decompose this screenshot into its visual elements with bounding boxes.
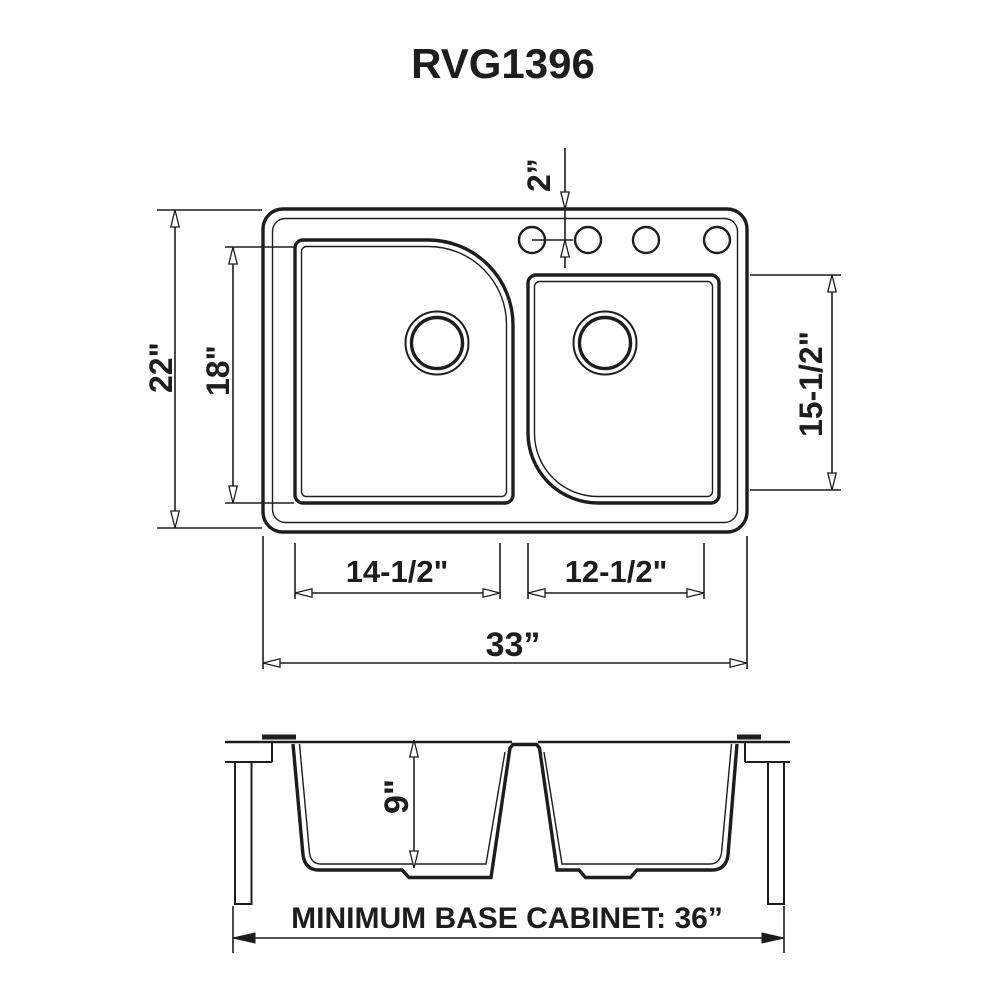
sink-rim-outer [261,207,749,534]
dim-overall-depth: 22" [143,209,262,529]
arrow-down [559,191,571,210]
sink-rim-inner [271,217,739,524]
front-view: 9" MINIMUM BASE CABINET: 36” [225,734,790,953]
cabinet-leg-left [234,762,253,905]
arrow-down [826,472,838,491]
dim-bowl-depth: 9" [378,739,420,869]
arrow-left [262,657,281,669]
arrow-down [227,485,239,504]
extension-lines [232,906,785,953]
left-bowl-inner-line [300,245,508,498]
dim-right-bowl-width-label: 12-1/2" [565,554,668,589]
page-title: RVG1396 [411,40,595,87]
arrow-left [232,932,256,944]
left-drain-inner-ring [409,315,465,371]
dim-left-bowl-depth-label: 18" [200,345,236,396]
extension-lines [527,543,705,599]
dim-faucet-offset: 2” [521,148,573,268]
dim-right-bowl-width: 12-1/2" [527,543,705,599]
countertop-edges [271,742,746,762]
cabinet-leg-right [767,762,785,905]
faucet-hole-3 [631,225,661,255]
dim-left-bowl-width-label: 14-1/2" [346,554,449,589]
dim-left-bowl-depth: 18" [200,246,294,504]
arrow-down [169,510,181,529]
arrow-up [408,739,420,758]
dim-overall-width: 33” [262,536,748,669]
right-bowl-outline [526,273,721,505]
faucet-hole-2 [573,225,603,255]
arrow-up [826,274,838,293]
dim-faucet-offset-label: 2” [521,158,557,192]
arrow-up [169,209,181,228]
top-view: 2” 22" 18" 15-1/2" [143,148,841,669]
left-drain-outer-ring [404,310,470,376]
faucet-hole-4 [702,225,732,255]
extension-lines [225,246,294,504]
arrow-right [482,587,501,599]
dim-right-bowl-depth: 15-1/2" [750,274,841,491]
sink-profile-outer [291,742,739,880]
right-drain [572,310,638,376]
extension-lines [294,543,501,599]
extension-lines [750,274,841,491]
left-drain [404,310,470,376]
left-bowl-outline [293,238,515,505]
right-drain-inner-ring [577,315,633,371]
dim-left-bowl-width: 14-1/2" [294,543,501,599]
arrow-up [559,239,571,258]
arrow-down [408,850,420,869]
sink-profile-inner [298,743,733,865]
faucet-holes [517,225,732,255]
right-bowl-inner-line [533,280,714,498]
dim-base-cabinet-label: MINIMUM BASE CABINET: 36” [291,902,723,935]
arrow-right [761,932,785,944]
arrow-up [227,246,239,265]
right-drain-outer-ring [572,310,638,376]
arrow-right [729,657,748,669]
dim-overall-width-label: 33” [486,626,541,664]
dim-bowl-depth-label: 9" [378,779,416,814]
extension-lines [262,536,748,669]
arrow-right [686,587,705,599]
arrow-left [527,587,546,599]
dim-overall-depth-label: 22" [143,342,179,393]
dim-right-bowl-depth-label: 15-1/2" [793,331,829,437]
dim-base-cabinet: MINIMUM BASE CABINET: 36” [232,902,785,953]
arrow-left [294,587,313,599]
